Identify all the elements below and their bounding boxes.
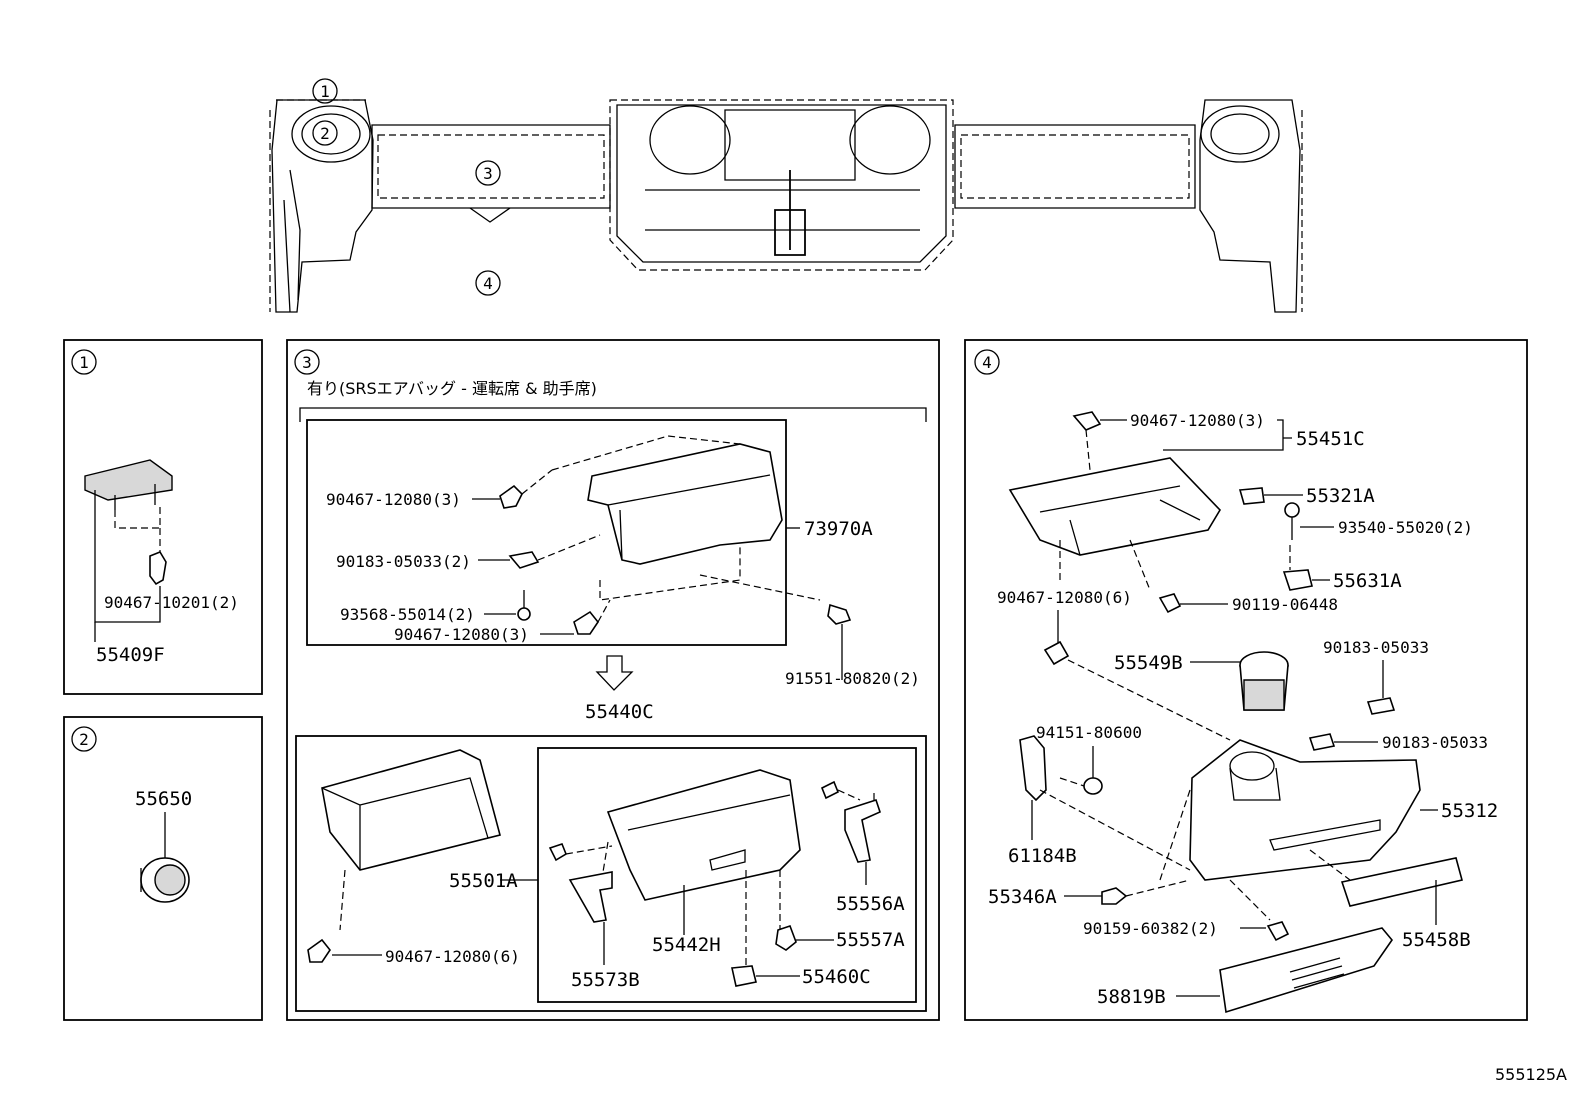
label-93568-55014-2: 93568-55014(2) [340, 605, 475, 624]
panel-3-number: 3 [302, 353, 312, 372]
label-55458B: 55458B [1402, 929, 1471, 951]
label-55631A: 55631A [1333, 570, 1402, 592]
panel-3: 3 有り(SRSエアバッグ - 運転席 & 助手席) 73970A 90467-… [286, 339, 940, 1021]
label-90183-05033-b: 90183-05033 [1382, 733, 1488, 752]
label-93540-55020-2: 93540-55020(2) [1338, 518, 1473, 537]
label-90467-12080-3-b: 90467-12080(3) [394, 625, 529, 644]
label-55442H: 55442H [652, 934, 721, 956]
label-58819B: 58819B [1097, 986, 1166, 1008]
callout-1: 1 [320, 82, 330, 101]
label-55557A: 55557A [836, 929, 905, 951]
label-90467-12080-6-b: 90467-12080(6) [997, 588, 1132, 607]
label-55573B: 55573B [571, 969, 640, 991]
panel-1-clip-label: 90467-10201(2) [104, 593, 239, 612]
panel-3-note: 有り(SRSエアバッグ - 運転席 & 助手席) [307, 379, 597, 398]
label-90467-12080-3-a: 90467-12080(3) [326, 490, 461, 509]
panel-1: 1 90467-10201(2) 55409F [63, 339, 263, 695]
panel-1-number: 1 [79, 353, 89, 372]
callout-3: 3 [483, 164, 493, 183]
overview-callouts: 1 2 3 4 [312, 78, 501, 296]
panel-4: 4 90467-12080(3) 55451C 55321A 93540-550… [964, 339, 1528, 1021]
callout-4: 4 [483, 274, 493, 293]
label-55440C: 55440C [585, 701, 654, 723]
panel-1-cover-label: 55409F [96, 644, 165, 666]
label-90467-12080-3-c: 90467-12080(3) [1130, 411, 1265, 430]
label-55346A: 55346A [988, 886, 1057, 908]
label-55451C: 55451C [1296, 428, 1365, 450]
label-90119-06448: 90119-06448 [1232, 595, 1338, 614]
callout-2: 2 [320, 124, 330, 143]
label-55549B: 55549B [1114, 652, 1183, 674]
label-61184B: 61184B [1008, 845, 1077, 867]
label-90183-05033-a: 90183-05033 [1323, 638, 1429, 657]
panel-4-number: 4 [982, 353, 992, 372]
label-90467-12080-6-a: 90467-12080(6) [385, 947, 520, 966]
label-55321A: 55321A [1306, 485, 1375, 507]
panel-2-number: 2 [79, 730, 89, 749]
panel-2: 2 55650 [63, 716, 263, 1021]
label-91551-80820-2: 91551-80820(2) [785, 669, 920, 688]
label-90159-60382-2: 90159-60382(2) [1083, 919, 1218, 938]
instrument-panel-overview [269, 99, 1303, 313]
label-73970A: 73970A [804, 518, 873, 540]
label-94151-80600: 94151-80600 [1036, 723, 1142, 742]
label-55556A: 55556A [836, 893, 905, 915]
label-55501A: 55501A [449, 870, 518, 892]
diagram-id: 555125A [1495, 1065, 1567, 1084]
label-55460C: 55460C [802, 966, 871, 988]
label-55312: 55312 [1441, 800, 1498, 822]
panel-2-part-label: 55650 [135, 788, 192, 810]
label-90183-05033-2: 90183-05033(2) [336, 552, 471, 571]
